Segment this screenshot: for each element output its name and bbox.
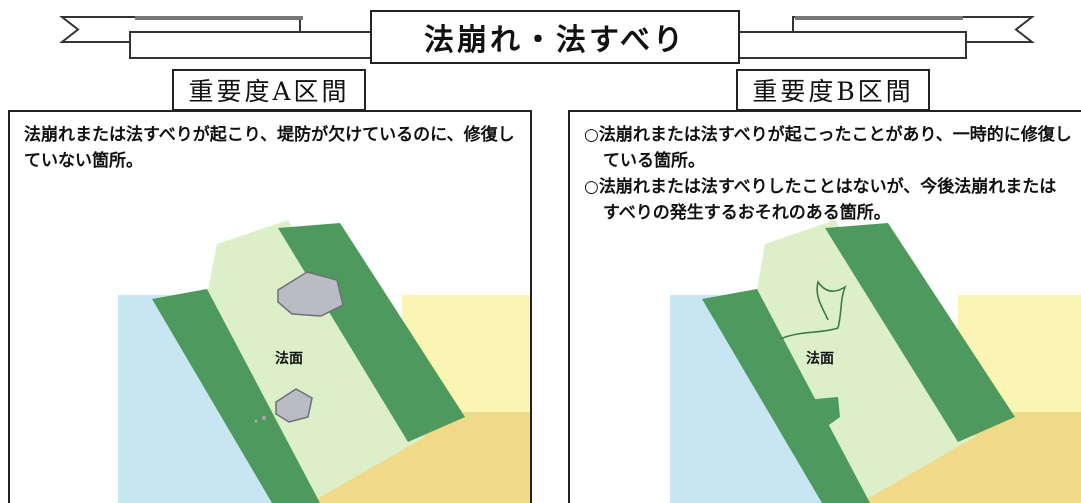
- section-b-item: ○法崩れまたは法すべりしたことはないが、今後法崩れまたはすべりの発生するおそれの…: [584, 177, 1057, 223]
- section-b-item: ○法崩れまたは法すべりが起こったことがあり、一時的に修復している箇所。: [584, 125, 1072, 171]
- section-a-description: 法崩れまたは法すべりが起こり、堤防が欠けているのに、修復していない箇所。: [24, 125, 515, 171]
- collapsed-rock-lower: [275, 388, 313, 423]
- section-a-panel: 法崩れまたは法すべりが起こり、堤防が欠けているのに、修復していない箇所。 法面: [8, 110, 532, 503]
- levee-face: [746, 220, 975, 503]
- section-b-label: 重要度B区間: [736, 69, 930, 111]
- section-b-diagram: [670, 220, 1081, 503]
- right-ribbon-front: [733, 31, 967, 59]
- section-a-diagram: [118, 220, 530, 503]
- section-a-slope-label: 法面: [275, 351, 303, 367]
- left-ribbon-shade: [135, 16, 303, 20]
- section-b-description: ○法崩れまたは法すべりが起こったことがあり、一時的に修復している箇所。 ○法崩れ…: [584, 122, 1073, 226]
- left-ribbon-front: [129, 31, 373, 59]
- levee-slope-right: [825, 223, 1015, 442]
- debris-dot: [254, 419, 258, 423]
- debris-dot: [262, 416, 266, 420]
- right-ribbon-shade: [795, 16, 963, 20]
- section-b-slope-label: 法面: [806, 351, 834, 367]
- page-title: 法崩れ・法すべり: [370, 10, 740, 64]
- levee-slope-left: [152, 289, 320, 503]
- repaired-patch: [805, 397, 840, 430]
- levee-slope-left: [702, 289, 870, 503]
- section-a-label: 重要度A区間: [172, 69, 366, 111]
- crack-line: [779, 280, 847, 340]
- levee-face: [196, 220, 425, 503]
- collapsed-rock-upper: [277, 271, 344, 317]
- section-b-panel: ○法崩れまたは法すべりが起こったことがあり、一時的に修復している箇所。 ○法崩れ…: [568, 110, 1081, 503]
- title-banner-ribbon: [59, 16, 1035, 59]
